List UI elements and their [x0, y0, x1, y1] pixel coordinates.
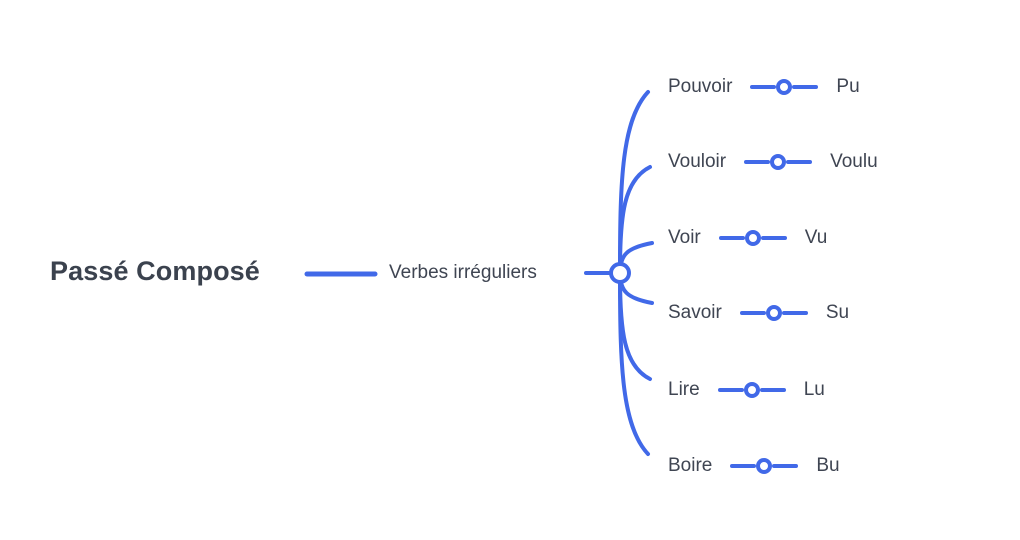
- connector-segment-right: [760, 236, 787, 240]
- connector-ring-icon: [756, 458, 773, 474]
- leaf-verb-label: Savoir: [668, 302, 722, 323]
- connector-segment-right: [792, 85, 819, 89]
- leaf-result-label: Voulu: [830, 151, 878, 172]
- fan-branch-3: [618, 241, 654, 274]
- leaf-connector-node-icon[interactable]: [739, 305, 808, 321]
- connector-segment-right: [759, 388, 786, 392]
- branch-label-verbes-irreguliers: Verbes irréguliers: [389, 262, 537, 283]
- connector-segment-left: [717, 388, 744, 392]
- leaf-connector-node-icon[interactable]: [718, 230, 787, 246]
- connector-segment-left: [730, 464, 757, 468]
- connector-segment-left: [718, 236, 745, 240]
- fan-branch-5: [618, 274, 652, 381]
- leaf-verb-label: Lire: [668, 379, 700, 400]
- hub-node-icon[interactable]: [609, 262, 631, 284]
- connector-segment-right: [786, 160, 813, 164]
- connector-ring-icon: [743, 382, 760, 398]
- leaf-result-label: Vu: [804, 227, 828, 248]
- fan-branch-6: [618, 276, 650, 456]
- connector-segment-left: [744, 160, 771, 164]
- connector-ring-icon: [744, 230, 761, 246]
- leaf-result-label: Bu: [816, 455, 840, 476]
- leaf-verb-label: Pouvoir: [668, 76, 733, 97]
- fan-branch-2: [618, 165, 652, 272]
- leaf-row: Voir Vu: [668, 221, 827, 255]
- connector-segment-right: [772, 464, 799, 468]
- leaf-connector-node-icon[interactable]: [730, 458, 799, 474]
- connector-ring-icon: [776, 79, 793, 95]
- leaf-result-label: Pu: [836, 76, 860, 97]
- leaf-connector-node-icon[interactable]: [750, 79, 819, 95]
- connector-segment-left: [739, 311, 766, 315]
- fan-branch-1: [618, 90, 650, 270]
- leaf-result-label: Su: [825, 302, 850, 323]
- leaf-row: Vouloir Voulu: [668, 145, 878, 179]
- leaf-result-label: Lu: [803, 379, 825, 400]
- connector-ring-icon: [765, 305, 782, 321]
- leaf-verb-label: Boire: [668, 455, 713, 476]
- leaf-row: Boire Bu: [668, 449, 840, 483]
- connector-segment-left: [750, 85, 777, 89]
- leaf-connector-node-icon[interactable]: [717, 382, 786, 398]
- leaf-row: Lire Lu: [668, 373, 825, 407]
- leaf-verb-label: Vouloir: [668, 151, 727, 172]
- fan-branch-4: [618, 272, 654, 305]
- leaf-verb-label: Voir: [668, 227, 701, 248]
- leaf-row: Savoir Su: [668, 296, 849, 330]
- connector-segment-right: [781, 311, 808, 315]
- connector-ring-icon: [770, 154, 787, 170]
- root-node-title: Passé Composé: [50, 256, 260, 286]
- leaf-connector-node-icon[interactable]: [744, 154, 813, 170]
- leaf-row: Pouvoir Pu: [668, 70, 860, 104]
